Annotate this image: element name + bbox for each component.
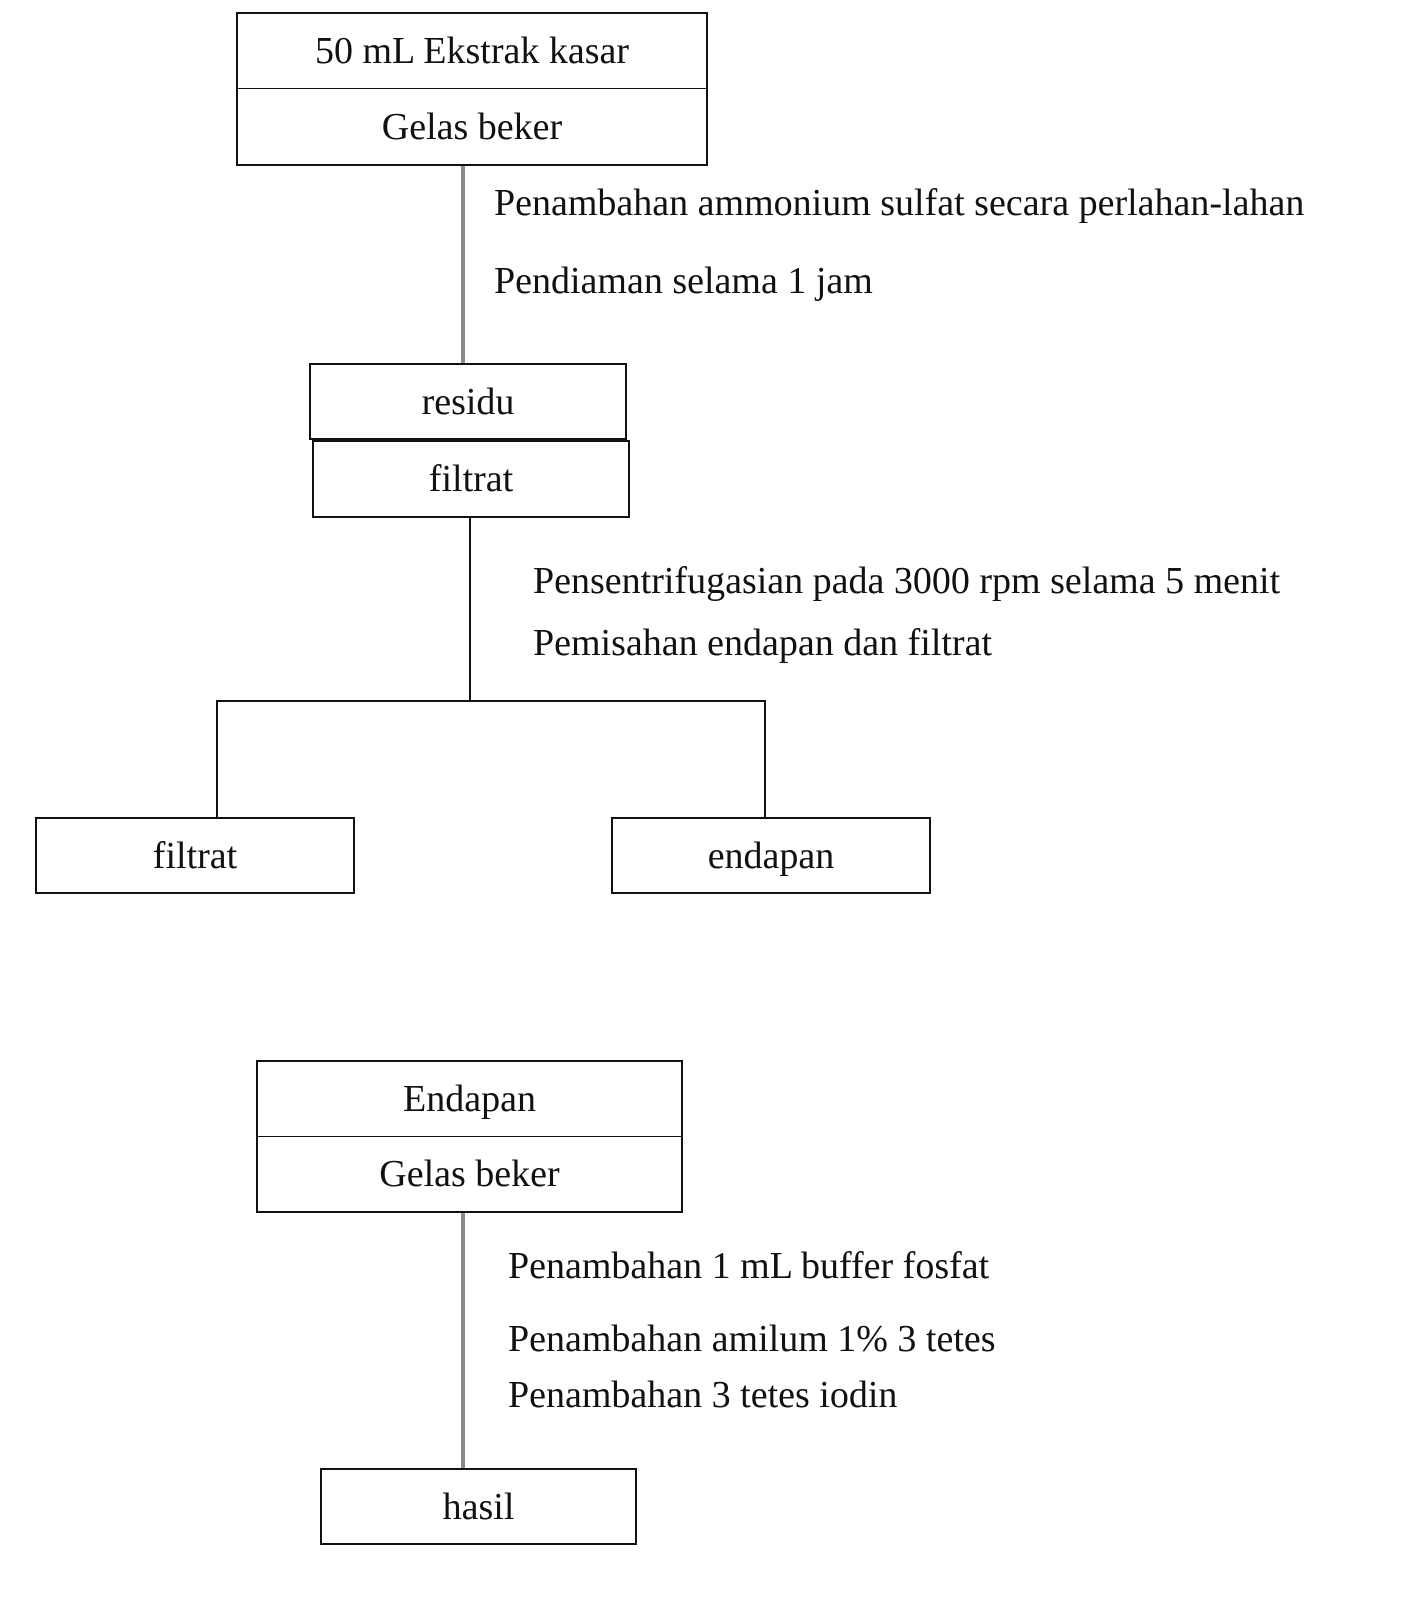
node-endapan-1: endapan — [611, 817, 931, 894]
node-filtrat-2: filtrat — [35, 817, 355, 894]
node-gelas-beker-1-label: Gelas beker — [381, 105, 563, 148]
connector-split-horizontal — [216, 700, 766, 702]
node-gelas-beker-2-label: Gelas beker — [379, 1153, 560, 1195]
step-sentrifugasi: Pensentrifugasian pada 3000 rpm selama 5… — [533, 560, 1281, 602]
node-ekstrak-kasar-label: 50 mL Ekstrak kasar — [314, 30, 630, 72]
node-hasil: hasil — [320, 1468, 637, 1545]
connector-split-left — [216, 700, 218, 818]
node-ekstrak-kasar: 50 mL Ekstrak kasar — [236, 12, 708, 89]
step-pendiaman: Pendiaman selama 1 jam — [494, 260, 873, 302]
connector-split-right — [764, 700, 766, 818]
node-filtrat-1-label: filtrat — [428, 458, 514, 500]
node-gelas-beker-2: Gelas beker — [256, 1136, 683, 1213]
node-hasil-label: hasil — [442, 1485, 515, 1528]
step-buffer-fosfat: Penambahan 1 mL buffer fosfat — [508, 1245, 990, 1287]
connector-endapan-to-hasil — [461, 1213, 465, 1469]
node-endapan-2: Endapan — [256, 1060, 683, 1137]
connector-filtrat-to-split — [469, 518, 471, 702]
connector-start-to-residu — [461, 166, 465, 364]
node-filtrat-2-label: filtrat — [152, 834, 238, 877]
node-filtrat-1: filtrat — [312, 440, 630, 518]
step-pemisahan: Pemisahan endapan dan filtrat — [533, 622, 993, 664]
node-endapan-2-label: Endapan — [403, 1078, 536, 1120]
node-endapan-1-label: endapan — [707, 834, 835, 877]
step-amilum: Penambahan amilum 1% 3 tetes — [508, 1318, 996, 1360]
step-iodin: Penambahan 3 tetes iodin — [508, 1374, 898, 1416]
node-residu-label: residu — [421, 380, 515, 423]
step-ammonium-sulfat: Penambahan ammonium sulfat secara perlah… — [494, 182, 1305, 224]
node-gelas-beker-1: Gelas beker — [236, 88, 708, 166]
node-residu: residu — [309, 363, 627, 440]
